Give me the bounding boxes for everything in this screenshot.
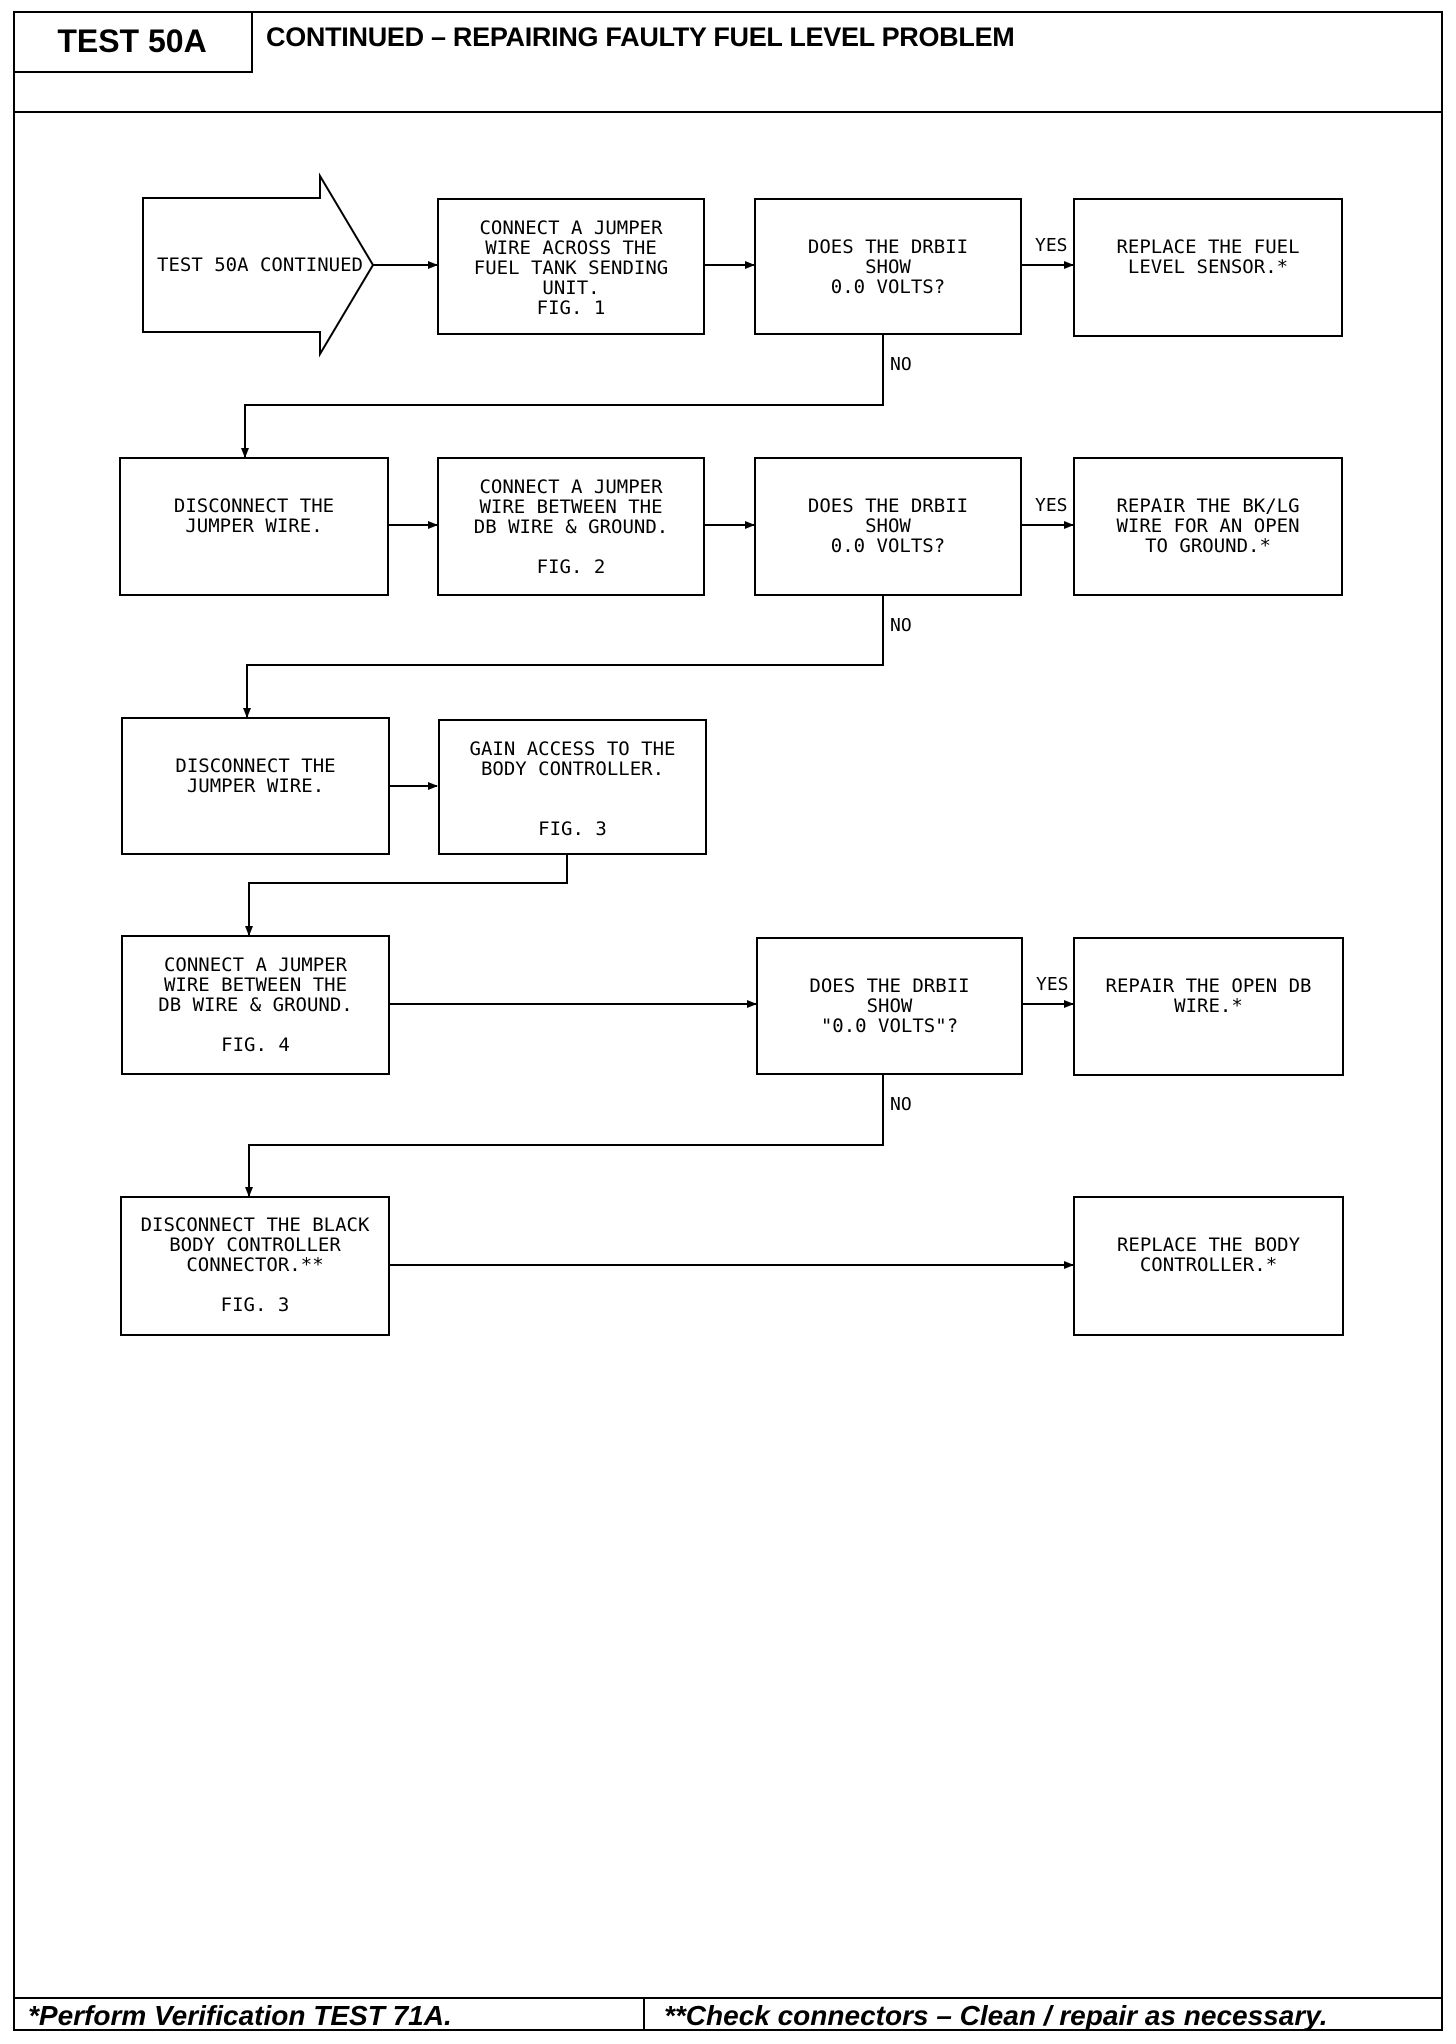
footer-divider: [13, 1997, 1443, 1999]
footer-note-verification: *Perform Verification TEST 71A.: [28, 2000, 452, 2031]
action-repair-bk-lg-wire: REPAIR THE BK/LG WIRE FOR AN OPEN TO GRO…: [1073, 457, 1343, 596]
arrow-q1-no: [241, 335, 884, 458]
action-replace-fuel-level-sensor: REPLACE THE FUEL LEVEL SENSOR.*: [1073, 198, 1343, 337]
yes-label-3: YES: [1036, 974, 1069, 995]
no-label-3: NO: [890, 1094, 912, 1115]
step-disconnect-black-connector: DISCONNECT THE BLACK BODY CONTROLLER CON…: [120, 1196, 390, 1336]
decision-drbii-zero-volts-2: DOES THE DRBII SHOW 0.0 VOLTS?: [754, 457, 1022, 596]
no-label-2: NO: [890, 615, 912, 636]
footer-note-connectors: **Check connectors – Clean / repair as n…: [664, 2000, 1328, 2031]
step-disconnect-jumper-2: DISCONNECT THE JUMPER WIRE.: [121, 717, 390, 855]
footer-column-divider: [643, 1997, 645, 2031]
action-repair-open-db-wire: REPAIR THE OPEN DB WIRE.*: [1073, 937, 1344, 1076]
test-number-label: TEST 50A: [13, 11, 253, 73]
step-disconnect-jumper-1: DISCONNECT THE JUMPER WIRE.: [119, 457, 389, 596]
decision-drbii-zero-volts-3: DOES THE DRBII SHOW "0.0 VOLTS"?: [756, 937, 1023, 1075]
arrow-row3-to-row4: [245, 855, 568, 936]
arrow-q2-no: [243, 596, 884, 718]
step-gain-access-body-controller: GAIN ACCESS TO THE BODY CONTROLLER. FIG.…: [438, 719, 707, 855]
action-replace-body-controller: REPLACE THE BODY CONTROLLER.*: [1073, 1196, 1344, 1336]
decision-drbii-zero-volts-1: DOES THE DRBII SHOW 0.0 VOLTS?: [754, 198, 1022, 335]
header-divider: [13, 111, 1443, 113]
start-arrow-shape: [142, 172, 375, 358]
yes-label-1: YES: [1035, 235, 1068, 256]
step-connect-jumper-sending-unit: CONNECT A JUMPER WIRE ACROSS THE FUEL TA…: [437, 198, 705, 335]
no-label-1: NO: [890, 354, 912, 375]
arrow-q4-no: [245, 1075, 884, 1197]
step-jumper-db-wire-ground-fig4: CONNECT A JUMPER WIRE BETWEEN THE DB WIR…: [121, 935, 390, 1075]
yes-label-2: YES: [1035, 495, 1068, 516]
step-jumper-db-wire-ground-fig2: CONNECT A JUMPER WIRE BETWEEN THE DB WIR…: [437, 457, 705, 596]
start-label: TEST 50A CONTINUED: [157, 254, 363, 276]
page-frame: [13, 11, 1443, 2031]
page-title: CONTINUED – REPAIRING FAULTY FUEL LEVEL …: [266, 22, 1015, 52]
